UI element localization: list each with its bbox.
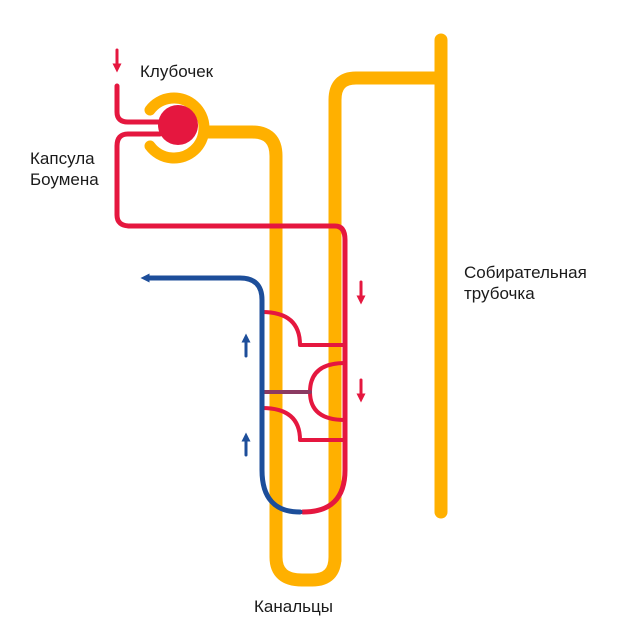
bowman-capsule-label-line1: Капсула	[30, 149, 95, 168]
glomerulus-label-text: Клубочек	[140, 62, 214, 81]
collecting-duct	[328, 33, 448, 567]
bowman-capsule	[144, 92, 210, 164]
tubules-label: Канальцы	[254, 596, 333, 617]
bowman-capsule-label-line2: Боумена	[30, 170, 99, 189]
glomerulus-ball	[158, 105, 198, 145]
flow-arrows	[112, 48, 366, 457]
glomerulus	[144, 92, 210, 164]
collecting-duct-label-line1: Собирательная	[464, 263, 587, 282]
arterial-vessel	[114, 83, 348, 515]
renal-tubule	[199, 125, 342, 587]
glomerulus-label: Клубочек	[140, 61, 213, 82]
venous-vessel	[145, 275, 303, 515]
tubules-label-text: Канальцы	[254, 597, 333, 616]
collecting-duct-label-line2: трубочка	[464, 284, 535, 303]
collecting-duct-label: Собирательная трубочка	[464, 262, 587, 304]
bowman-capsule-label: Капсула Боумена	[30, 148, 99, 190]
